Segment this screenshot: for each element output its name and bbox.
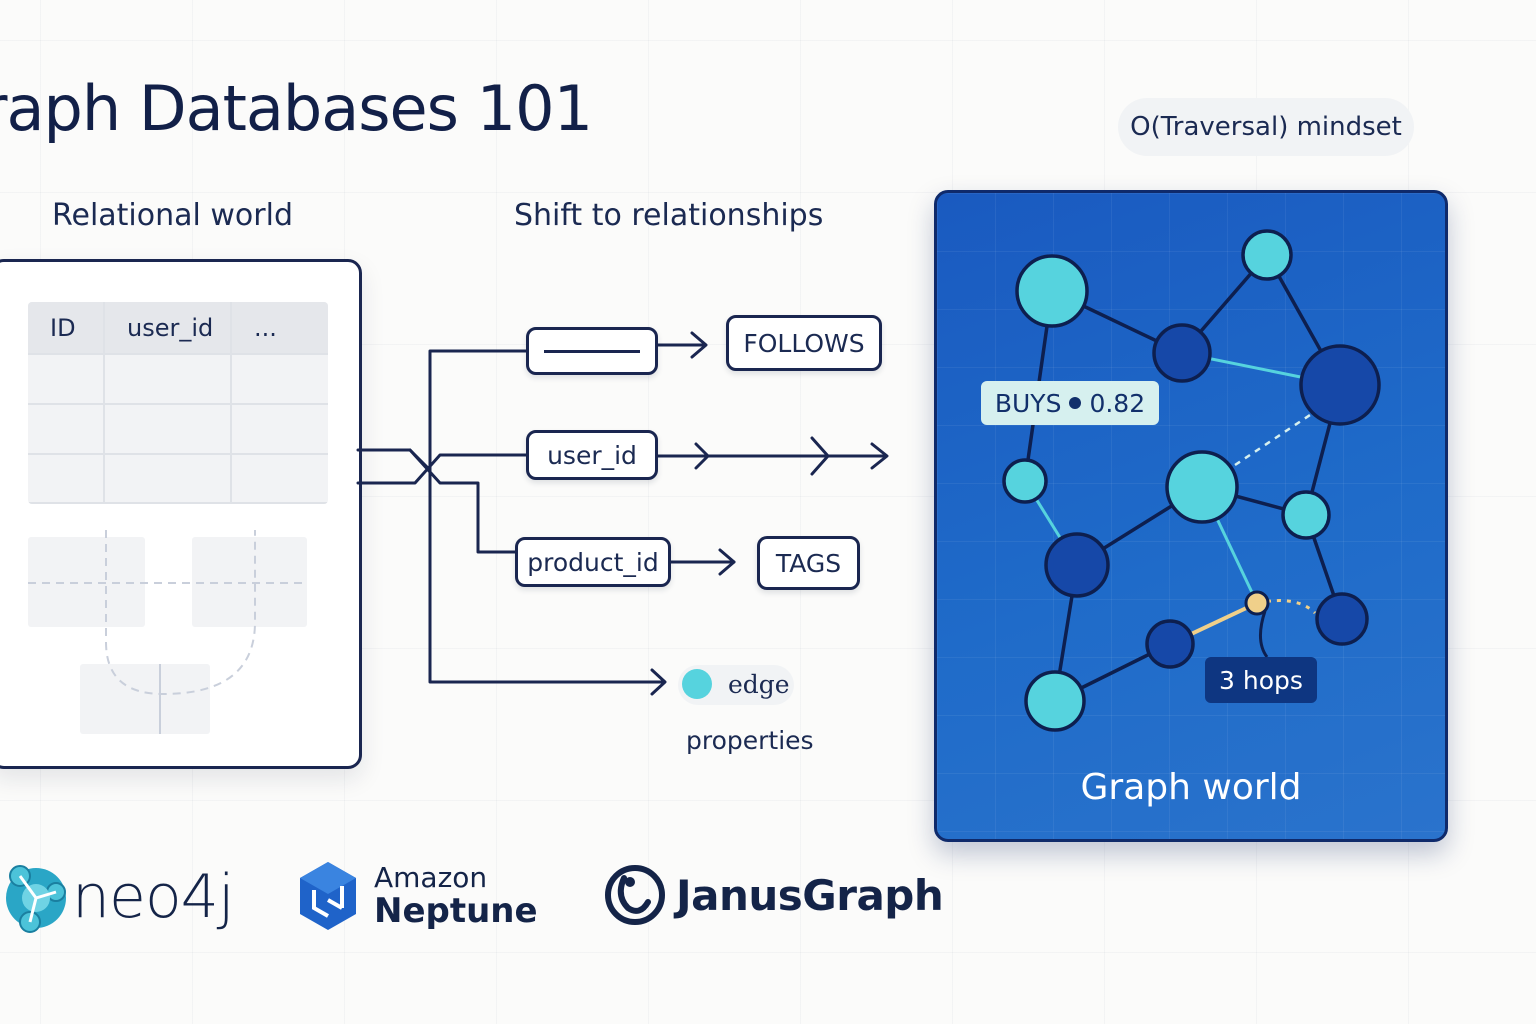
traversal-node [1244, 590, 1270, 616]
graph-world-panel: BUYS 0.82 3 hops Graph world [934, 190, 1448, 842]
hops-badge: 3 hops [1205, 657, 1317, 703]
neptune-wordmark: Amazon Neptune [374, 861, 538, 931]
graph-node [1299, 344, 1381, 426]
table-cell [28, 355, 105, 405]
blank-field-chip [526, 327, 658, 375]
mindset-pill: O(Traversal) mindset [1118, 98, 1414, 156]
relational-table-card: ID user_id ... [0, 259, 362, 769]
shift-label: Shift to relationships [514, 198, 824, 233]
buys-weight: 0.82 [1089, 388, 1146, 418]
table-cell [105, 455, 232, 504]
graph-node [1315, 592, 1369, 646]
table-cell [28, 455, 105, 504]
table-cell [105, 355, 232, 405]
table-cell [28, 405, 105, 455]
graph-node [1281, 490, 1331, 540]
relational-world-label: Relational world [52, 198, 293, 233]
edge-label: edge [728, 670, 790, 699]
graph-node [1165, 450, 1239, 524]
graph-node [1152, 323, 1212, 383]
table-header-user-id: user_id [105, 302, 232, 355]
neo4j-icon [6, 865, 66, 933]
relational-table: ID user_id ... [28, 302, 328, 504]
product-id-chip: product_id [515, 537, 671, 587]
user-id-chip: user_id [526, 430, 658, 480]
neo4j-wordmark: neo4j [72, 862, 234, 932]
graph-world-label: Graph world [1080, 767, 1302, 808]
edge-dot-icon [682, 669, 712, 699]
graph-node [1002, 458, 1048, 504]
join-dashes [28, 530, 307, 734]
page-title: raph Databases 101 [0, 72, 593, 145]
graph-edge-dashed [1234, 413, 1311, 467]
table-cell [232, 405, 328, 455]
buys-text: BUYS [994, 388, 1062, 418]
blank-line [544, 349, 640, 353]
tags-chip: TAGS [757, 536, 860, 590]
table-header-more: ... [232, 302, 328, 355]
table-cell [232, 455, 328, 504]
weight-dot-icon [1069, 397, 1082, 409]
follows-chip: FOLLOWS [726, 315, 882, 371]
table-cell [105, 405, 232, 455]
janusgraph-logo: JanusGraph [604, 862, 944, 928]
janusgraph-icon [605, 865, 665, 925]
graph-network [1002, 229, 1381, 732]
table-header-id: ID [28, 302, 105, 355]
ghost-table-bottom [80, 664, 210, 734]
neptune-amazon-text: Amazon [374, 861, 488, 894]
neo4j-logo: neo4j [0, 858, 234, 936]
hops-pointer [1259, 610, 1269, 658]
graph-node [1241, 229, 1293, 281]
graph-node [1044, 532, 1110, 598]
neptune-icon [300, 862, 356, 930]
properties-label: properties [686, 726, 814, 755]
janusgraph-wordmark: JanusGraph [676, 870, 944, 920]
buys-edge-label: BUYS 0.82 [981, 381, 1159, 425]
graph-node [1024, 670, 1086, 732]
table-cell [232, 355, 328, 405]
neptune-name-text: Neptune [374, 891, 538, 931]
amazon-neptune-logo: Amazon Neptune [298, 860, 538, 932]
graph-node [1145, 619, 1195, 669]
graph-node [1015, 254, 1089, 328]
